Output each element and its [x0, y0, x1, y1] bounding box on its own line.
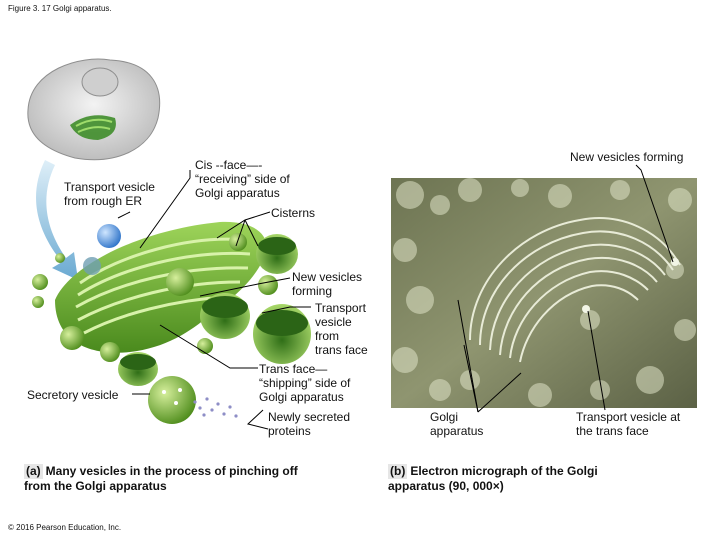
leader-lines-a [117, 170, 311, 430]
caption-a-badge: (a) [24, 464, 43, 479]
label-cisterns: Cisterns [271, 206, 316, 220]
figure-title: Figure 3. 17 Golgi apparatus. [8, 4, 112, 13]
caption-a-text: Many vesicles in the process of pinching… [24, 464, 298, 493]
leader-lines-b [457, 164, 674, 413]
caption-b-text: Electron micrograph of the Golgi apparat… [388, 464, 598, 493]
label-trans-face: Trans face— “shipping” side of Golgi app… [259, 362, 351, 404]
label-golgi: Golgi apparatus [430, 410, 484, 438]
label-transport-trans-a: Transport vesicle from trans face [315, 301, 368, 357]
label-new-vesicles-b: New vesicles forming [570, 150, 684, 164]
golgi-stack [32, 221, 278, 362]
label-new-vesicles-a: New vesicles forming [292, 270, 363, 298]
label-cis-face: Cis --face—- “receiving” side of Golgi a… [195, 158, 290, 200]
label-transport-vesicle-er: Transport vesicle from rough ER [64, 180, 155, 208]
caption-a: (a)Many vesicles in the process of pinch… [24, 449, 298, 494]
transport-vesicle-er [97, 224, 121, 248]
copyright: © 2016 Pearson Education, Inc. [8, 523, 122, 532]
caption-b: (b)Electron micrograph of the Golgi appa… [388, 449, 598, 494]
electron-micrograph [391, 178, 697, 408]
zoom-arrow [36, 160, 78, 280]
label-transport-trans-b: Transport vesicle at the trans face [576, 410, 681, 438]
cell-thumbnail [27, 58, 161, 161]
vesicle-cups [118, 234, 311, 424]
caption-b-badge: (b) [388, 464, 408, 479]
label-secretory-vesicle: Secretory vesicle [27, 388, 119, 402]
label-secreted-proteins: Newly secreted proteins [268, 410, 351, 438]
